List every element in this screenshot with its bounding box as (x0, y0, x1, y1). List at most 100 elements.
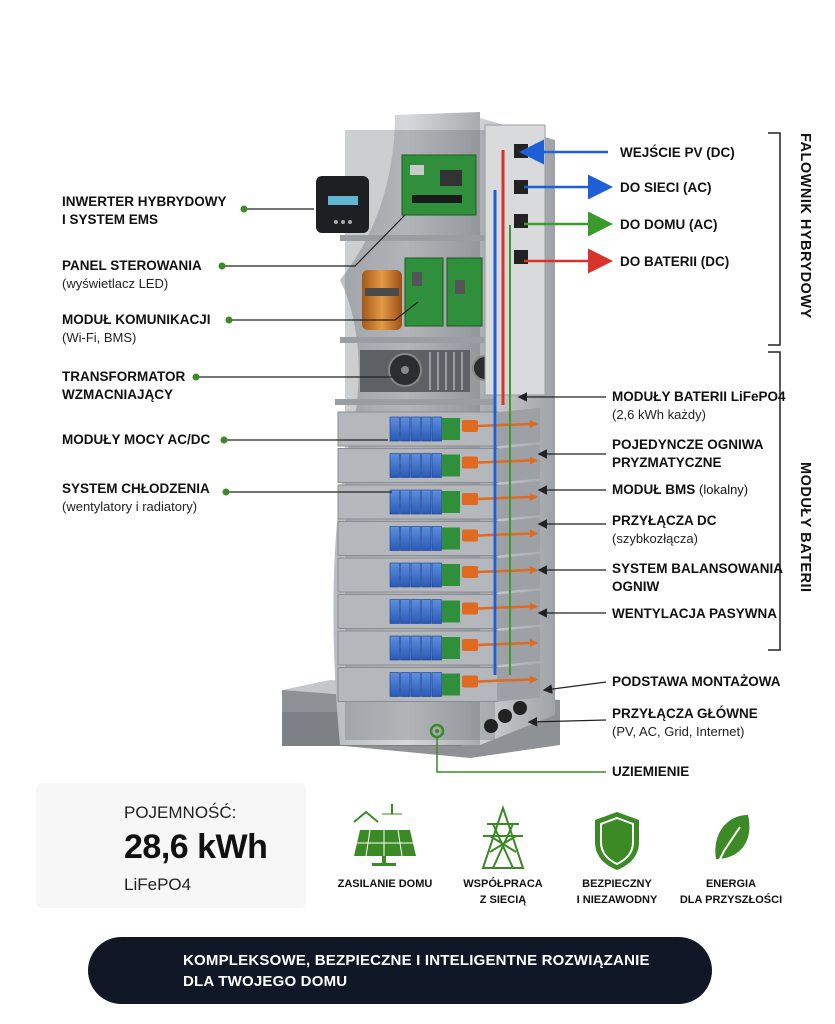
dc-lead (477, 568, 531, 574)
feature-home-power: ZASILANIE DOMU (320, 876, 450, 892)
prismatic-cell (421, 599, 432, 624)
leaf-icon (715, 815, 750, 868)
prismatic-cell (421, 526, 432, 551)
prismatic-cell (431, 453, 442, 478)
callout-sub: (wentylatory i radiatory) (62, 499, 198, 514)
feature-grid: WSPÓŁPRACA Z SIECIĄ (438, 876, 568, 908)
prismatic-cell (421, 672, 432, 697)
dc-connector (462, 639, 478, 651)
callout-title: MODUŁY MOCY AC/DC (62, 432, 211, 447)
battery-module (337, 627, 540, 666)
dc-connector (462, 529, 478, 542)
callout-title: MODUŁ BMS (612, 482, 696, 497)
prismatic-cell (400, 635, 411, 661)
feature-line-1: BEZPIECZNY (582, 878, 652, 890)
ground-leader (436, 738, 606, 773)
prismatic-cell (410, 526, 421, 551)
prismatic-cell (431, 416, 442, 442)
prismatic-cell (410, 416, 421, 442)
banner-text: KOMPLEKSOWE, BEZPIECZNE I INTELIGENTNE R… (183, 950, 703, 992)
feature-line-1: ZASILANIE DOMU (337, 878, 433, 890)
callout-pv-input: WEJŚCIE PV (DC) (620, 144, 735, 162)
callout-power-modules: MODUŁY MOCY AC/DC (62, 431, 210, 449)
bottom-banner (88, 937, 712, 1004)
callout-title: WEJŚCIE PV (DC) (620, 145, 735, 160)
prismatic-cell (421, 416, 432, 442)
feature-line-2: I NIEZAWODNY (576, 894, 658, 906)
battery-module (337, 554, 540, 593)
prismatic-cell (389, 416, 400, 442)
callout-passive-ventilation: WENTYLACJA PASYWNA (612, 605, 777, 623)
ground-terminal (429, 723, 445, 739)
prismatic-cell (389, 562, 400, 588)
main-port-2 (498, 709, 512, 723)
dc-lead (477, 495, 531, 501)
prismatic-cell (410, 635, 421, 661)
dc-connector (462, 493, 478, 505)
callout-cooling: SYSTEM CHŁODZENIA (wentylatory i radiato… (62, 480, 210, 516)
callout-title: UZIEMIENIE (612, 764, 690, 779)
callout-title: SYSTEM BALANSOWANIA (612, 561, 784, 576)
callout-title: PRZYŁĄCZA GŁÓWNE (612, 706, 758, 721)
callout-title: PRZYŁĄCZA DC (612, 513, 717, 528)
prismatic-cell (431, 599, 442, 624)
callout-title: DO DOMU (AC) (620, 217, 718, 232)
prismatic-cell (421, 562, 432, 588)
callout-title: INWERTER HYBRYDOWY (62, 194, 227, 209)
callout-title: DO SIECI (AC) (620, 180, 712, 195)
prismatic-cell (400, 672, 411, 697)
bms-board (442, 564, 460, 586)
prismatic-cell (389, 453, 400, 478)
callout-prismatic-cells: POJEDYNCZE OGNIWA PRYZMATYCZNE (612, 436, 764, 472)
callout-title-2: WZMACNIAJĄCY (62, 387, 173, 402)
prismatic-cell (400, 453, 411, 478)
prismatic-cell (410, 453, 421, 478)
banner-line-1: KOMPLEKSOWE, BEZPIECZNE I INTELIGENTNE R… (183, 952, 650, 969)
dc-lead (477, 678, 531, 683)
battery-module (337, 517, 540, 556)
dc-lead-arrow (530, 456, 538, 465)
bms-board (442, 491, 460, 513)
feature-future: ENERGIA DLA PRZYSZŁOŚCI (666, 876, 796, 908)
main-port-3 (513, 701, 527, 715)
callout-sub: (szybkozłącza) (612, 531, 698, 546)
capacity-label: POJEMNOŚĆ: (124, 803, 237, 822)
feature-line-1: WSPÓŁPRACA (463, 878, 543, 890)
battery-module (337, 590, 540, 629)
dc-lead (477, 532, 531, 537)
prismatic-cell (400, 416, 411, 442)
callout-inverter-ems: INWERTER HYBRYDOWY I SYSTEM EMS (62, 193, 227, 229)
dc-lead (477, 422, 531, 428)
battery-modules (337, 408, 540, 702)
callout-transformer: TRANSFORMATOR WZMACNIAJĄCY (62, 368, 185, 404)
dc-connector (462, 602, 478, 615)
power-board-1 (404, 257, 444, 327)
callout-title: PODSTAWA MONTAŻOWA (612, 674, 781, 689)
prismatic-cell (410, 489, 421, 515)
prismatic-cell (431, 635, 442, 661)
dc-lead-arrow (530, 493, 538, 501)
prismatic-cell (410, 562, 421, 588)
dc-connector (462, 566, 478, 578)
dc-lead-arrow (530, 529, 538, 538)
dc-lead (477, 641, 531, 647)
callout-communication: MODUŁ KOMUNIKACJI (Wi-Fi, BMS) (62, 311, 211, 347)
capacity-value: 28,6 kWh (124, 828, 268, 866)
callout-mounting-base: PODSTAWA MONTAŻOWA (612, 673, 781, 691)
prismatic-cell (389, 635, 400, 661)
callout-to-home: DO DOMU (AC) (620, 216, 718, 234)
callout-title: DO BATERII (DC) (620, 254, 730, 269)
callout-inline: (lokalny) (699, 482, 749, 497)
callout-sub: (wyświetlacz LED) (62, 276, 169, 291)
callout-bms: MODUŁ BMS (lokalny) (612, 481, 748, 499)
ems-board (401, 154, 477, 216)
prismatic-cell (410, 672, 421, 697)
feature-line-2: Z SIECIĄ (479, 894, 527, 906)
prismatic-cell (431, 672, 442, 697)
prismatic-cell (389, 599, 400, 624)
capacity-box (36, 783, 306, 908)
callout-sub: (Wi-Fi, BMS) (62, 330, 137, 345)
dc-lead (477, 605, 531, 610)
battery-module (337, 481, 540, 520)
